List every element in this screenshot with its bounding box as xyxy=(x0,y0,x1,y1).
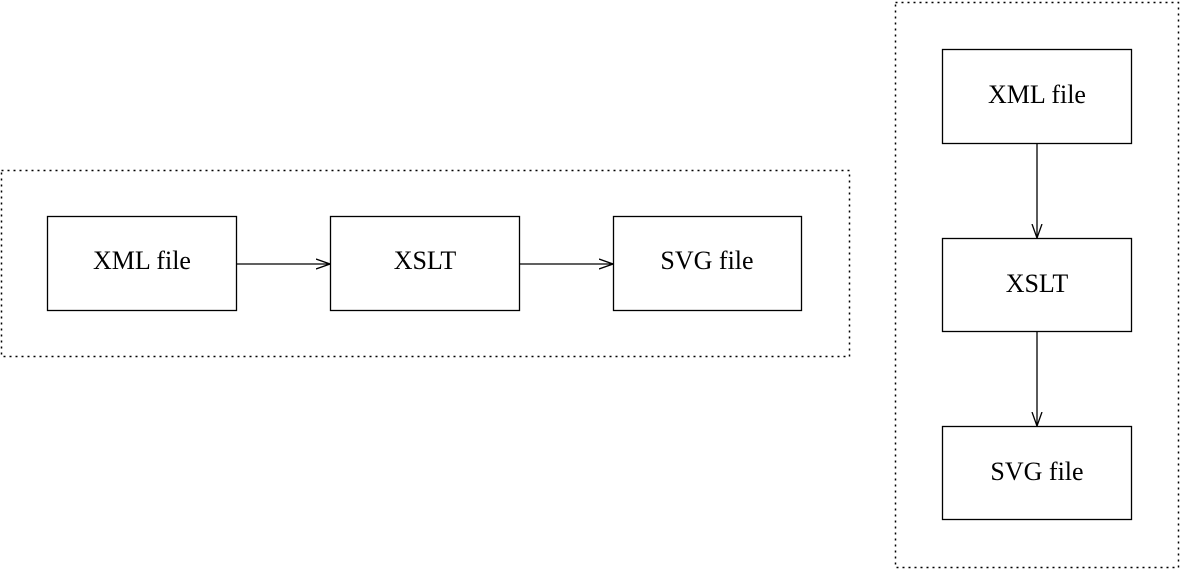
vertical-node-xml-label: XML file xyxy=(988,80,1086,109)
horizontal-node-xml: XML file xyxy=(46,215,238,312)
vertical-node-xslt-box xyxy=(941,237,1133,333)
horizontal-node-svg-box xyxy=(612,215,803,312)
vertical-node-svg-label: SVG file xyxy=(990,457,1083,486)
horizontal-node-xslt-box xyxy=(329,215,521,312)
horizontal-node-xml-box xyxy=(46,215,238,312)
vertical-flow: XML file XSLT SVG file xyxy=(894,1,1180,569)
horizontal-node-svg-label: SVG file xyxy=(660,246,753,275)
vertical-node-xslt-label: XSLT xyxy=(1006,269,1069,298)
vertical-flow-frame xyxy=(894,1,1180,569)
vertical-node-svg: SVG file xyxy=(941,425,1133,521)
vertical-node-xml-box xyxy=(941,48,1133,145)
horizontal-flow-frame xyxy=(0,169,851,358)
horizontal-node-xslt: XSLT xyxy=(329,215,521,312)
vertical-node-xml: XML file xyxy=(941,48,1133,145)
horizontal-node-svg: SVG file xyxy=(612,215,803,312)
horizontal-node-xslt-label: XSLT xyxy=(394,246,457,275)
vertical-node-svg-box xyxy=(941,425,1133,521)
horizontal-flow: XML file XSLT SVG file xyxy=(0,169,851,358)
horizontal-node-xml-label: XML file xyxy=(93,246,191,275)
vertical-node-xslt: XSLT xyxy=(941,237,1133,333)
